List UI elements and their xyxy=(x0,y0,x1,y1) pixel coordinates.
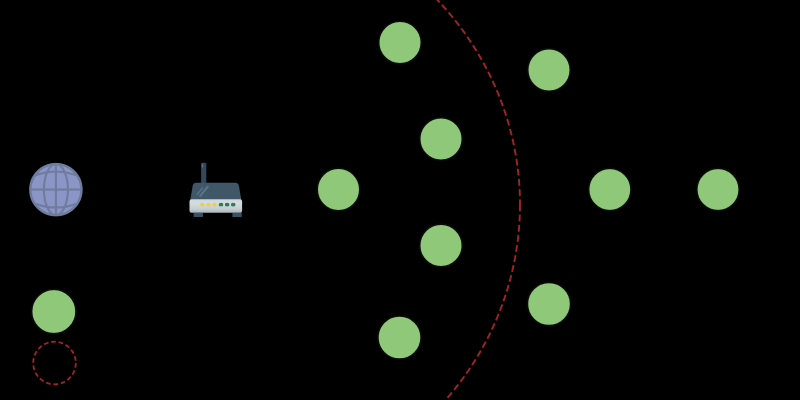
network-node xyxy=(377,315,422,360)
router-led-green xyxy=(218,202,224,207)
network-node xyxy=(377,20,423,65)
router-antenna xyxy=(201,162,207,185)
router-foot-right xyxy=(232,212,242,217)
network-node xyxy=(418,116,464,162)
router-led-yellow xyxy=(212,202,217,207)
network-boundary xyxy=(435,0,521,400)
router-led-yellow xyxy=(200,202,205,207)
network-node xyxy=(526,281,572,327)
router-shine-1 xyxy=(196,187,204,196)
network-boundary-ellipse xyxy=(435,0,521,400)
router-shine-2 xyxy=(199,185,209,197)
legend-boundary-sample xyxy=(32,340,77,386)
network-node xyxy=(418,223,464,268)
legend-node-sample xyxy=(30,288,77,335)
network-node xyxy=(316,167,361,212)
legend xyxy=(30,288,77,386)
globe-gridlines xyxy=(30,164,82,216)
internet-globe-icon xyxy=(29,162,83,217)
router-foot-left xyxy=(193,212,203,217)
router-body-top xyxy=(190,182,242,201)
wifi-router-icon xyxy=(189,162,243,217)
network-node xyxy=(587,167,632,212)
router-led-yellow xyxy=(206,202,211,207)
network-node xyxy=(526,47,572,93)
network-node xyxy=(695,167,740,212)
router-led-green xyxy=(224,202,230,207)
router-led-green xyxy=(231,202,236,207)
device-nodes xyxy=(316,20,740,360)
